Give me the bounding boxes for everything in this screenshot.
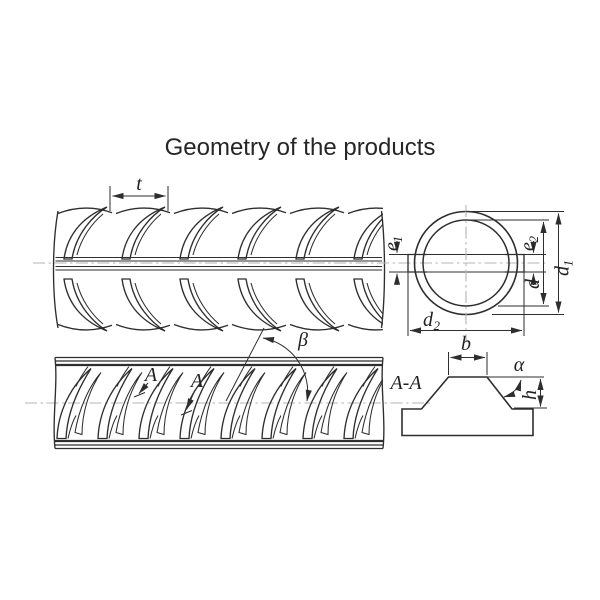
angle-arc <box>262 337 312 402</box>
outer-diameter-dimension: d 1 <box>466 211 576 315</box>
core-circle <box>422 219 510 307</box>
rib-angle-dimension: β <box>225 327 312 402</box>
rebar-plan-view: β A A <box>53 327 385 450</box>
lower-rib-band <box>57 278 383 332</box>
section-cut-marks: A A <box>133 364 204 416</box>
rib-top-width-label: b <box>461 333 471 355</box>
flank-angle-dimension: α <box>487 354 544 398</box>
bar-right-end <box>381 357 385 449</box>
width-across-ribs-subscript: 2 <box>434 318 441 333</box>
longitudinal-rib-lines <box>55 256 382 271</box>
angle-arc <box>503 379 522 398</box>
core-diameter-dimension: d <box>468 219 549 307</box>
rib <box>173 278 229 332</box>
rib <box>115 206 171 260</box>
rib <box>231 278 287 332</box>
section-mark-arrow <box>186 389 196 410</box>
rib <box>231 206 287 260</box>
left-rib-height-dimension: e 1 <box>381 236 409 285</box>
page-title: Geometry of the products <box>165 134 436 161</box>
section-mark-label: A <box>189 370 204 392</box>
rib <box>57 206 113 260</box>
rib-section-view: A-A b α h <box>388 333 547 437</box>
left-rib-height-label: e <box>381 242 403 251</box>
rib-pitch-dimension: t <box>109 173 169 211</box>
rib <box>173 206 229 260</box>
rib <box>289 206 345 260</box>
flank-angle-label: α <box>514 354 525 376</box>
section-cut-tick <box>133 392 146 398</box>
upper-rib-band <box>57 206 383 260</box>
section-mark-label: A <box>143 364 158 386</box>
rib-height-label: h <box>519 390 541 400</box>
outer-diameter-subscript: 1 <box>561 260 576 267</box>
bar-right-end <box>380 210 386 329</box>
rib-angle-label: β <box>297 329 308 351</box>
section-mark-arrow <box>138 382 149 394</box>
right-rib-height-label: e <box>517 242 539 251</box>
angle-reference-line <box>225 327 265 402</box>
bar-left-end <box>53 357 57 449</box>
right-longitudinal-rib <box>505 253 525 273</box>
rib <box>115 278 171 332</box>
right-rib-height-subscript: 2 <box>526 236 541 243</box>
left-longitudinal-rib <box>407 253 427 273</box>
width-across-ribs-dimension: d 2 <box>407 272 525 336</box>
core-diameter-label: d <box>522 278 544 289</box>
rib-top-width-dimension: b <box>448 333 488 375</box>
bar-left-end <box>52 210 59 329</box>
section-view-label: A-A <box>388 372 422 394</box>
rib-height-dimension: h <box>514 378 547 409</box>
rib <box>57 278 113 332</box>
rib <box>289 278 345 332</box>
rebar-side-view: t <box>52 173 386 332</box>
bar-edges <box>55 356 383 450</box>
bar-cross-section: e 1 e 2 d <box>381 205 576 341</box>
width-across-ribs-label: d <box>423 309 434 331</box>
outer-diameter-label: d <box>552 265 574 276</box>
rib <box>347 278 383 332</box>
rib-pitch-label: t <box>136 173 142 195</box>
section-cut-tick <box>180 410 193 416</box>
rib-profile-polygon <box>401 376 534 437</box>
right-rib-height-dimension: e 2 <box>517 236 546 285</box>
left-rib-height-subscript: 1 <box>390 236 405 243</box>
